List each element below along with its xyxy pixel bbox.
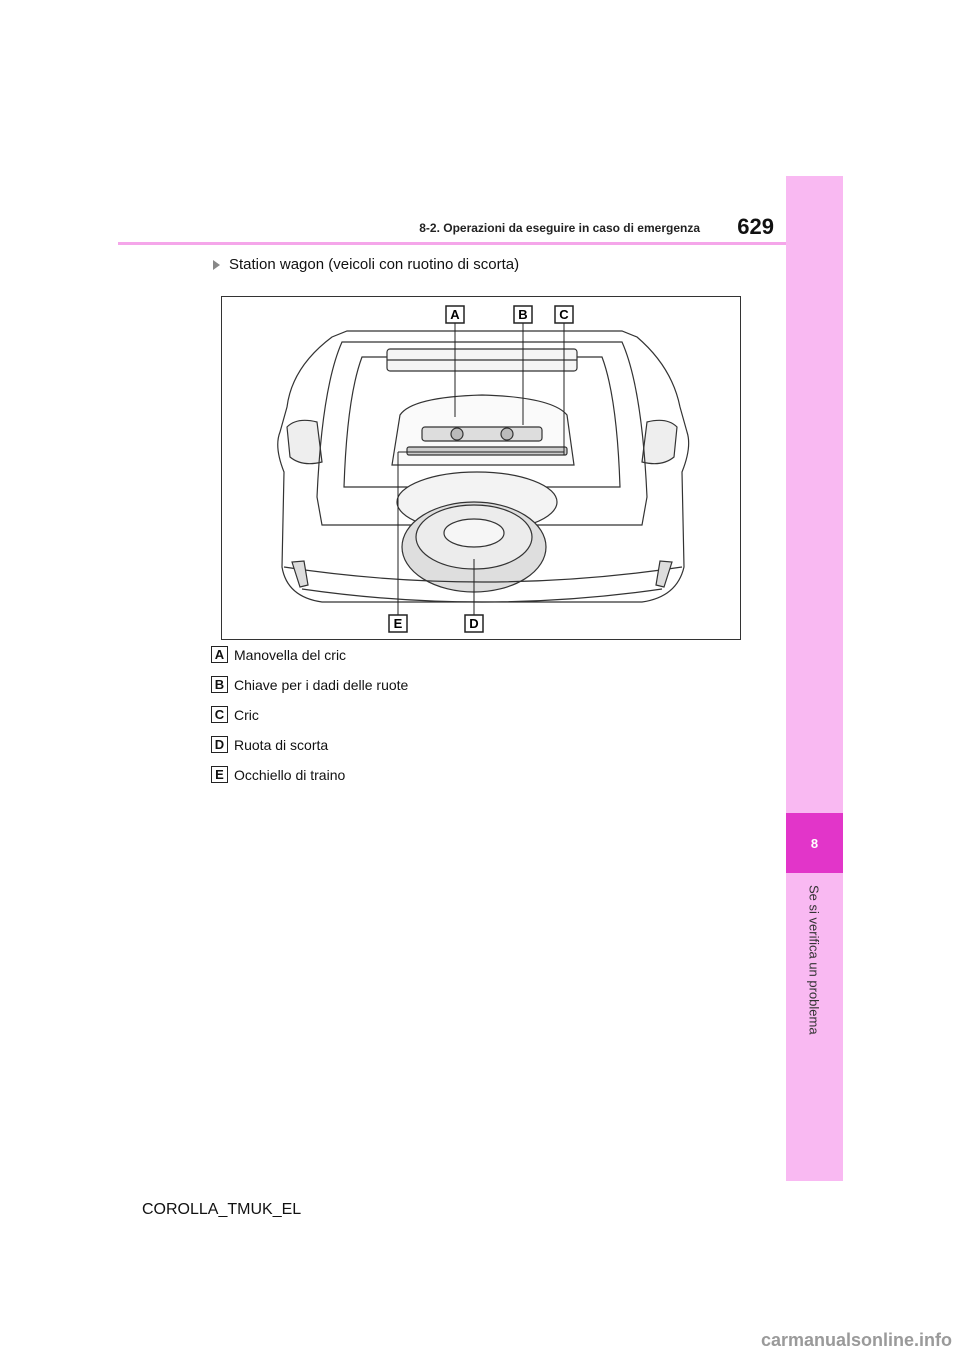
chapter-number-badge: 8 xyxy=(786,813,843,873)
legend-key: D xyxy=(211,736,228,753)
callout-a: A xyxy=(445,305,465,324)
tool-jack xyxy=(421,426,543,442)
legend-label: Manovella del cric xyxy=(234,646,347,663)
legend-key: C xyxy=(211,706,228,723)
rear-bumper xyxy=(283,566,683,583)
watermark: carmanualsonline.info xyxy=(760,1330,952,1350)
figure-subtitle: Station wagon (veicoli con ruotino di sc… xyxy=(213,256,519,273)
section-title: 8-2. Operazioni da eseguire in caso di e… xyxy=(419,221,700,235)
legend-label: Cric xyxy=(234,706,259,723)
callout-c: C xyxy=(554,305,574,324)
legend-key: B xyxy=(211,676,228,693)
triangle-bullet-icon xyxy=(213,259,220,270)
chapter-title-container: Se si verifica un problema xyxy=(786,873,843,1173)
legend-label: Chiave per i dadi delle ruote xyxy=(234,676,409,693)
svg-text:A: A xyxy=(450,307,460,322)
car-body-outline xyxy=(277,330,690,603)
svg-text:B: B xyxy=(518,307,527,322)
legend-key: E xyxy=(211,766,228,783)
tool-handle xyxy=(406,446,568,456)
legend-item-e: E Occhiello di traino xyxy=(211,766,345,783)
svg-text:E: E xyxy=(394,616,403,631)
callout-d: D xyxy=(464,614,484,633)
legend-item-d: D Ruota di scorta xyxy=(211,736,328,753)
subtitle-text: Station wagon (veicoli con ruotino di sc… xyxy=(229,256,520,273)
legend-key: A xyxy=(211,646,228,663)
legend-item-c: C Cric xyxy=(211,706,259,723)
right-tail-light xyxy=(655,560,673,588)
trunk-inner-wall xyxy=(343,356,621,488)
legend-label: Occhiello di traino xyxy=(234,766,346,783)
left-tail-light xyxy=(291,560,309,588)
car-rear-drawing: A B C D E xyxy=(277,305,690,633)
tailgate-opening xyxy=(316,341,648,526)
chapter-title: Se si verifica un problema xyxy=(806,885,822,1035)
trunk-illustration: A B C D E xyxy=(221,296,741,640)
document-code: COROLLA_TMUK_EL xyxy=(142,1201,302,1218)
page-number: 629 xyxy=(737,214,774,239)
svg-text:C: C xyxy=(559,307,569,322)
legend-item-b: B Chiave per i dadi delle ruote xyxy=(211,676,408,693)
svg-text:D: D xyxy=(469,616,478,631)
header-rule xyxy=(118,242,786,245)
legend-item-a: A Manovella del cric xyxy=(211,646,346,663)
legend-label: Ruota di scorta xyxy=(234,736,329,753)
right-fender xyxy=(641,419,678,465)
callout-b: B xyxy=(513,305,533,324)
callout-e: E xyxy=(388,614,408,633)
left-fender xyxy=(286,419,323,465)
chapter-side-tab xyxy=(786,176,843,1181)
